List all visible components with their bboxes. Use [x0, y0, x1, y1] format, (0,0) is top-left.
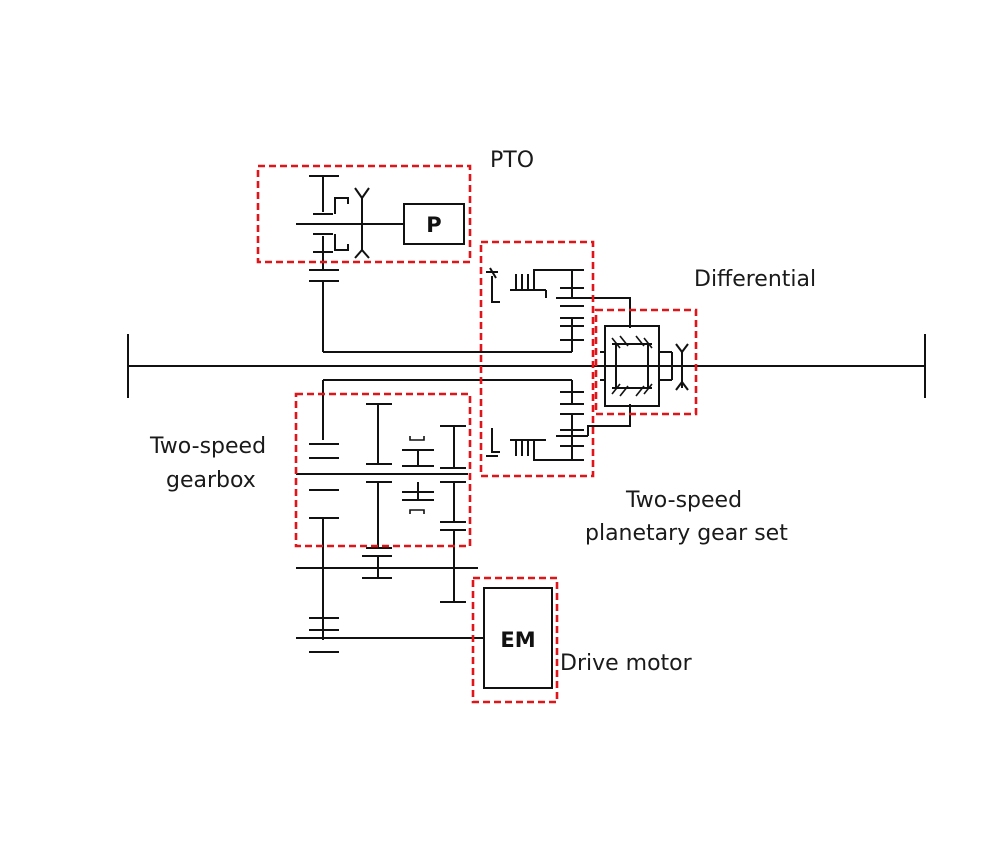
differential-frame — [594, 308, 698, 416]
motor-label: EM — [500, 628, 535, 652]
gearbox-label-line2: gearbox — [166, 468, 256, 493]
pto-label: PTO — [490, 148, 535, 173]
pto-drive-shaft — [309, 252, 572, 353]
gearbox-internals — [296, 403, 484, 653]
pto-frame — [256, 164, 472, 264]
main-axle — [127, 334, 926, 398]
planetary-frame — [479, 240, 595, 478]
planetary-label-line2: planetary gear set — [585, 521, 788, 546]
drive-motor-frame — [471, 576, 559, 704]
differential-label: Differential — [694, 267, 817, 292]
pump-box — [403, 203, 465, 245]
planetary-lower — [322, 379, 631, 461]
planetary-upper — [486, 267, 631, 352]
differential-unit — [600, 325, 689, 407]
drive-motor-label: Drive motor — [560, 651, 692, 676]
pto-group — [296, 175, 465, 259]
pump-label: P — [426, 213, 441, 237]
motor-box — [483, 587, 553, 689]
gearbox-frame — [294, 392, 472, 548]
planetary-label-line1: Two-speed — [626, 488, 743, 513]
gearbox-label-line1: Two-speed — [150, 434, 267, 459]
